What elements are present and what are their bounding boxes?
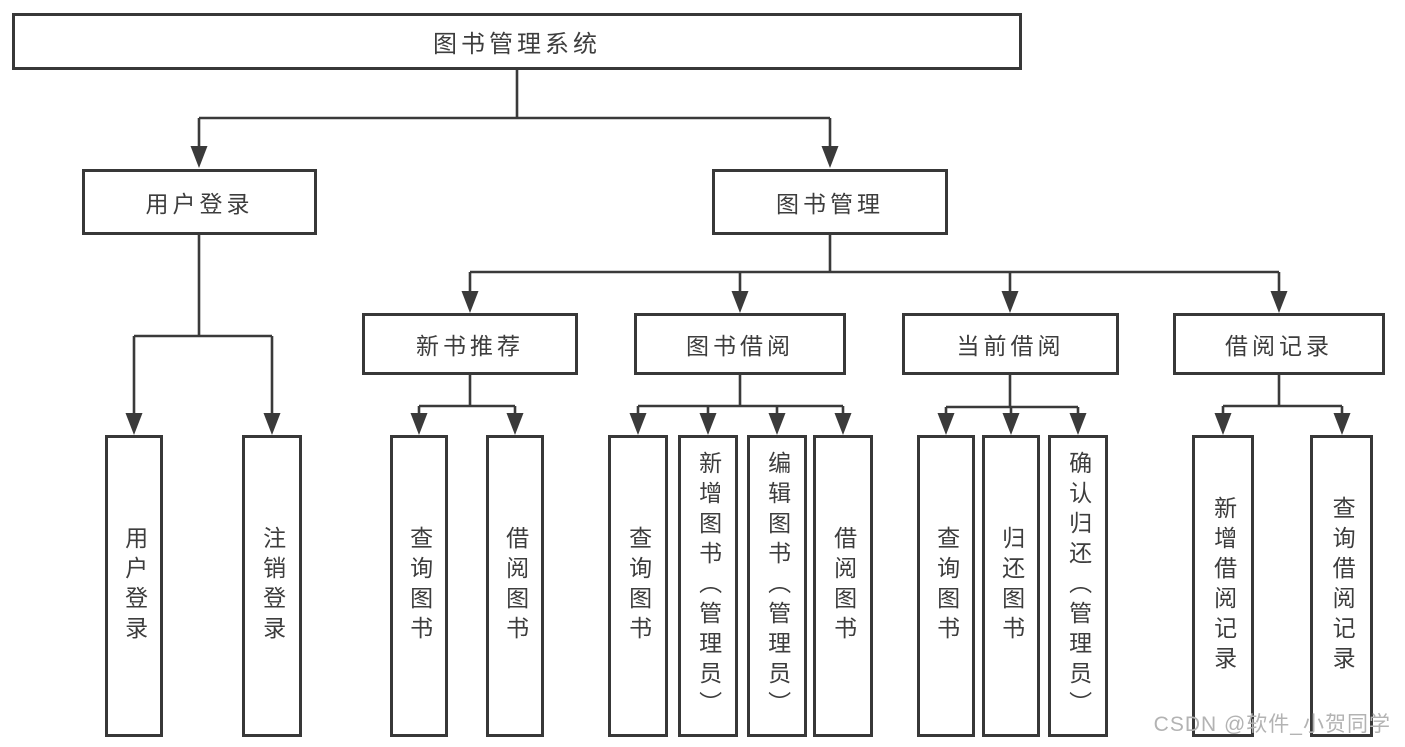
leaf-query-books-borrowing: 查询图书 <box>608 435 668 737</box>
node-label: 借阅图书 <box>502 526 529 646</box>
node-label: 查询图书 <box>933 526 960 646</box>
node-label: 归还图书 <box>998 526 1025 646</box>
leaf-borrow-books-recommend: 借阅图书 <box>486 435 544 737</box>
leaf-query-borrow-record: 查询借阅记录 <box>1310 435 1373 737</box>
node-label: 新书推荐 <box>416 333 524 359</box>
leaf-add-books-admin: 新增图书（管理员） <box>678 435 738 737</box>
node-label: 编辑图书（管理员） <box>764 451 791 721</box>
node-label: 新增图书（管理员） <box>695 451 722 721</box>
node-label: 借阅记录 <box>1225 333 1333 359</box>
node-label: 图书管理系统 <box>433 31 601 58</box>
node-label: 图书管理 <box>776 191 884 217</box>
leaf-confirm-return-admin: 确认归还（管理员） <box>1048 435 1108 737</box>
node-label: 确认归还（管理员） <box>1065 451 1092 721</box>
leaf-user-login: 用户登录 <box>105 435 163 737</box>
node-label: 注销登录 <box>259 526 286 646</box>
leaf-query-books-current: 查询图书 <box>917 435 975 737</box>
node-label: 借阅图书 <box>830 526 857 646</box>
node-label: 用户登录 <box>145 191 254 217</box>
leaf-add-borrow-record: 新增借阅记录 <box>1192 435 1254 737</box>
node-label: 图书借阅 <box>686 333 794 359</box>
node-label: 查询借阅记录 <box>1329 496 1356 676</box>
node-label: 查询图书 <box>625 526 652 646</box>
node-current-borrowing: 当前借阅 <box>902 313 1119 375</box>
leaf-borrow-books-borrowing: 借阅图书 <box>813 435 873 737</box>
leaf-query-books-recommend: 查询图书 <box>390 435 448 737</box>
node-label: 查询图书 <box>406 526 433 646</box>
node-new-book-recommendation: 新书推荐 <box>362 313 578 375</box>
csdn-watermark: CSDN @软件_小贺同学 <box>1153 713 1391 736</box>
node-label: 用户登录 <box>121 526 148 646</box>
node-label: 当前借阅 <box>956 333 1065 359</box>
node-library-management-system: 图书管理系统 <box>12 13 1022 70</box>
leaf-return-books: 归还图书 <box>982 435 1040 737</box>
leaf-logout: 注销登录 <box>242 435 302 737</box>
node-book-borrowing: 图书借阅 <box>634 313 846 375</box>
leaf-edit-books-admin: 编辑图书（管理员） <box>747 435 807 737</box>
node-borrowing-records: 借阅记录 <box>1173 313 1385 375</box>
node-book-management: 图书管理 <box>712 169 948 235</box>
node-label: 新增借阅记录 <box>1210 496 1237 676</box>
node-user-login: 用户登录 <box>82 169 317 235</box>
